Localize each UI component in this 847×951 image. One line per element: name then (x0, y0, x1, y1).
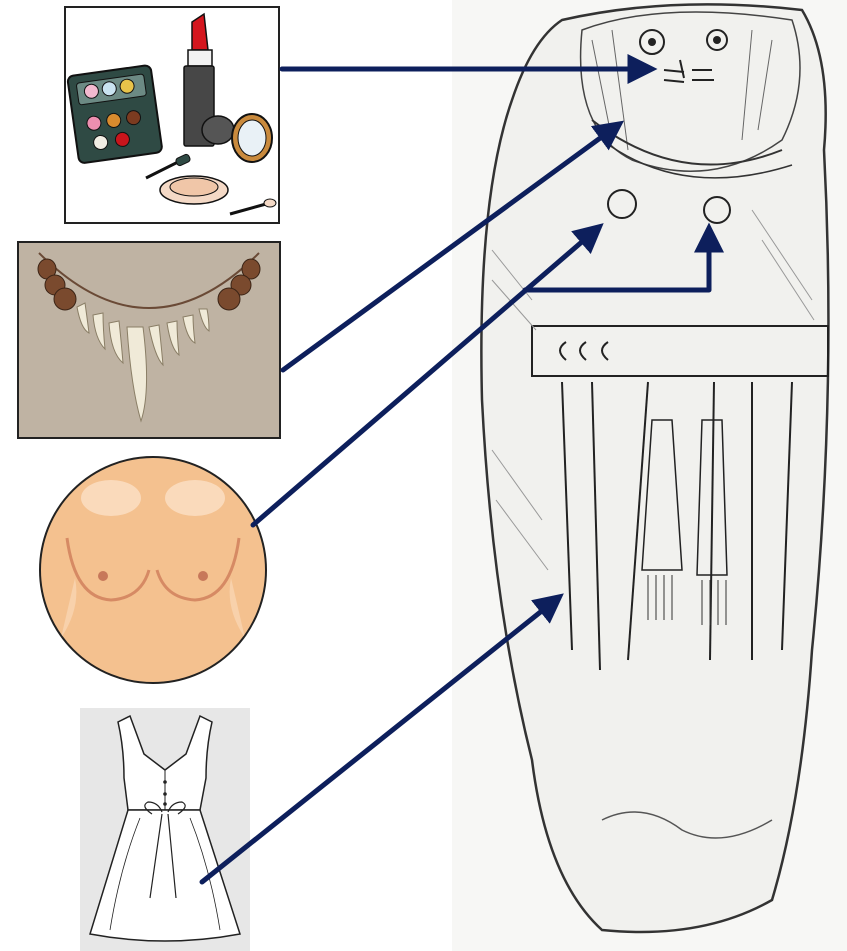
makeup-kit-icon (66, 8, 278, 222)
makeup-panel (64, 6, 280, 224)
stele-drawing (452, 0, 847, 951)
breasts-panel (39, 456, 267, 684)
necklace-panel (17, 241, 281, 439)
stele-drawing-art (452, 0, 847, 951)
dress-icon (80, 708, 250, 951)
tooth-necklace-icon (19, 243, 279, 437)
breasts-icon (41, 458, 265, 682)
dress-panel (80, 708, 250, 951)
